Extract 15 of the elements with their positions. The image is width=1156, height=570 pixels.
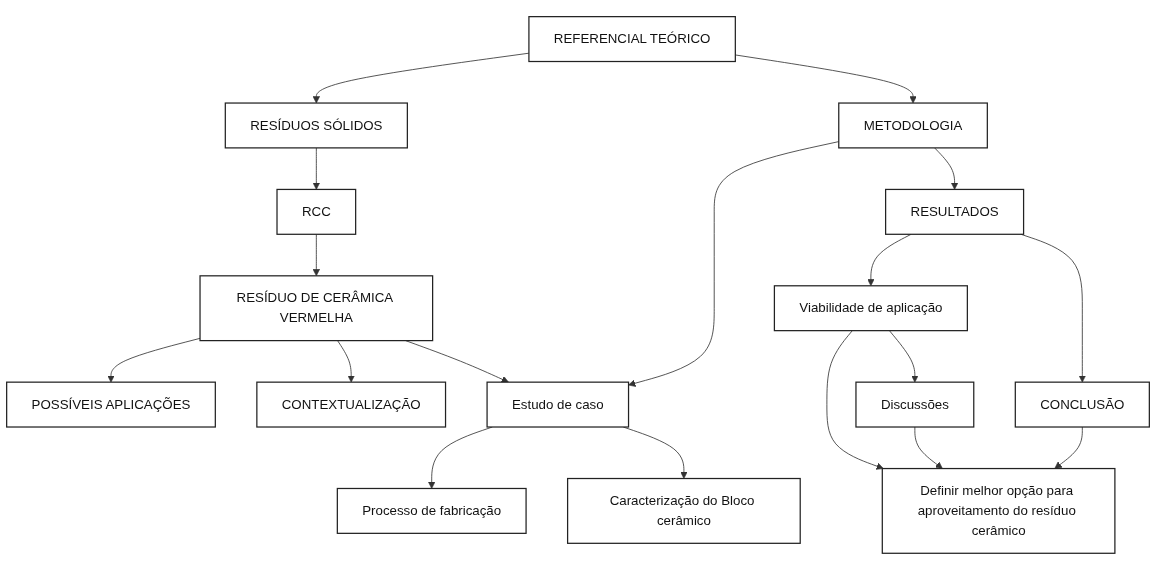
node-box: Processo de fabricação [336, 487, 527, 534]
node-box: Caracterização do Bloco cerâmico [567, 477, 801, 544]
node-box: CONTEXTUALIZAÇÃO [256, 381, 447, 428]
node-box: RESULTADOS [885, 188, 1025, 235]
node-box: RESÍDUOS SÓLIDOS [224, 102, 408, 149]
node-box: POSSÍVEIS APLICAÇÕES [6, 381, 216, 428]
node-box: CONCLUSÃO [1014, 381, 1150, 428]
node-box: RESÍDUO DE CERÂMICA VERMELHA [199, 275, 434, 342]
node-box: Definir melhor opção para aproveitamento do resíduo cerâmico [881, 467, 1116, 554]
node-box: Estudo de caso [486, 381, 630, 428]
node-box: METODOLOGIA [838, 102, 988, 149]
node-box: Discussões [855, 381, 975, 428]
node-box: Viabilidade de aplicação [773, 285, 968, 332]
node-box: RCC [276, 188, 357, 235]
node-box: REFERENCIAL TEÓRICO [528, 16, 736, 63]
